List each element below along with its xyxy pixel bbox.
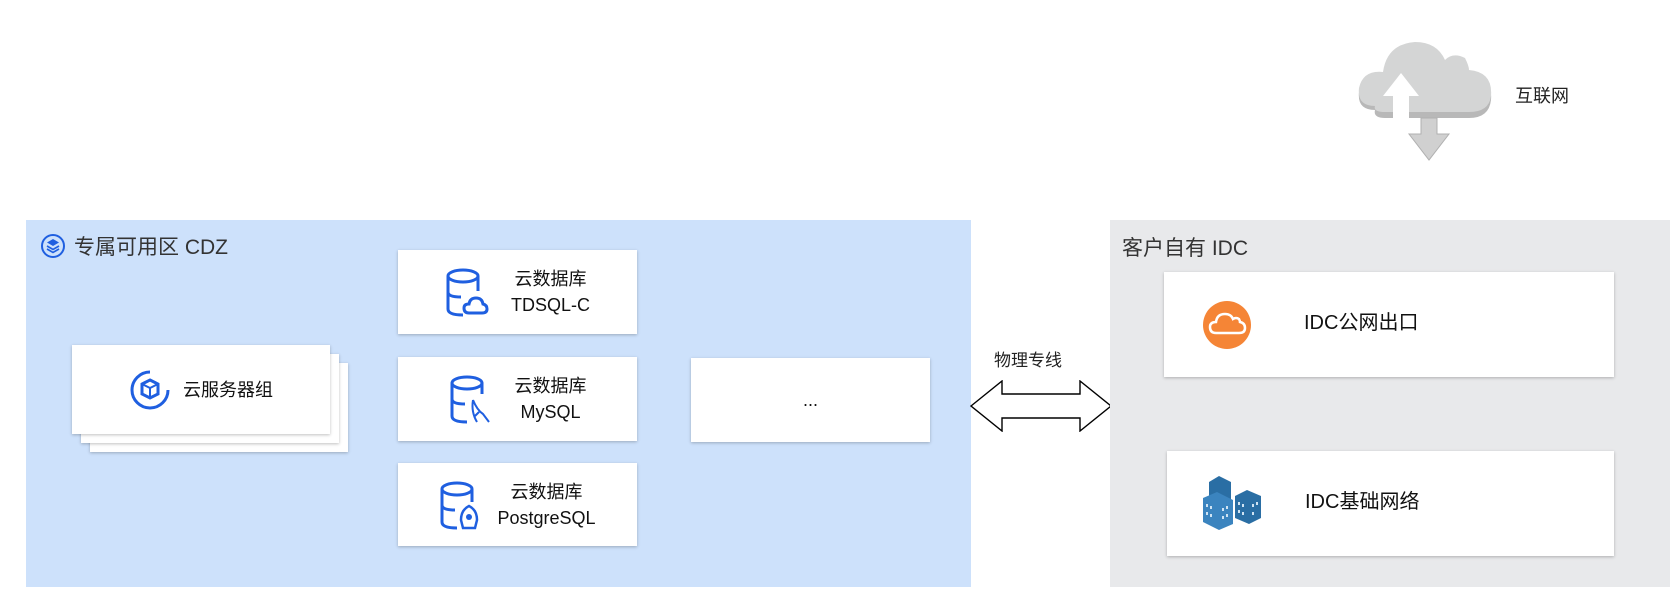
database-postgresql-icon (440, 481, 479, 529)
db-title: 云数据库 (510, 481, 583, 502)
buildings-icon (1203, 476, 1261, 530)
db-name: TDSQL-C (510, 295, 590, 315)
idc-base-network-card[interactable]: IDC基础网络 (1167, 451, 1614, 556)
idc-title-text: 客户自有 IDC (1122, 237, 1248, 260)
database-mysql-icon (450, 375, 490, 424)
db-name: MySQL (520, 402, 581, 422)
more-services-card[interactable]: ... (691, 358, 930, 442)
internet-cloud-icon (1358, 42, 1492, 161)
more-label: ... (802, 390, 818, 410)
server-group-card[interactable]: 云服务器组 (72, 345, 330, 434)
availability-zone-icon (41, 234, 65, 258)
server-group-label: 云服务器组 (183, 379, 273, 400)
idc-item-label: IDC公网出口 (1304, 312, 1419, 334)
db-card-tdsql-c[interactable]: 云数据库 TDSQL-C (398, 250, 637, 334)
idc-item-label: IDC基础网络 (1305, 491, 1420, 513)
internet-node (1355, 38, 1495, 173)
db-card-postgresql[interactable]: 云数据库 PostgreSQL (398, 463, 637, 546)
db-card-mysql[interactable]: 云数据库 MySQL (398, 357, 637, 441)
server-group-icon (130, 370, 170, 409)
orange-cloud-icon (1203, 301, 1251, 349)
cdz-title-text: 专属可用区 CDZ (74, 236, 228, 259)
database-cloud-icon (446, 268, 489, 317)
internet-label: 互联网 (1515, 86, 1569, 106)
db-name: PostgreSQL (497, 507, 596, 528)
idc-public-egress-card[interactable]: IDC公网出口 (1164, 272, 1614, 377)
link-label: 物理专线 (994, 351, 1062, 370)
idc-title: 客户自有 IDC (1122, 232, 1248, 262)
double-arrow-icon (970, 380, 1112, 432)
db-title: 云数据库 (514, 269, 587, 289)
db-title: 云数据库 (514, 376, 587, 396)
cdz-title: 专属可用区 CDZ (40, 231, 228, 261)
